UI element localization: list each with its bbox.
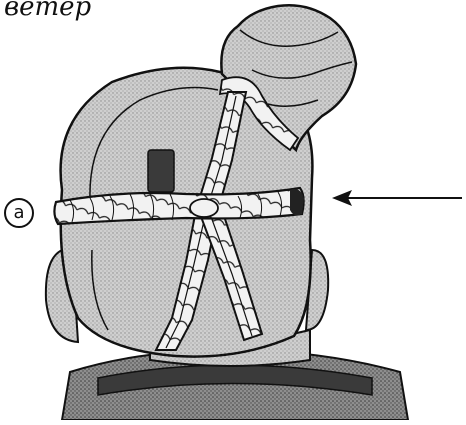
tag-patch xyxy=(148,150,174,192)
center-knot xyxy=(190,199,218,217)
caption-fragment: ветер xyxy=(4,0,91,20)
direction-arrow xyxy=(332,190,462,206)
label-a-marker: a xyxy=(4,198,34,228)
